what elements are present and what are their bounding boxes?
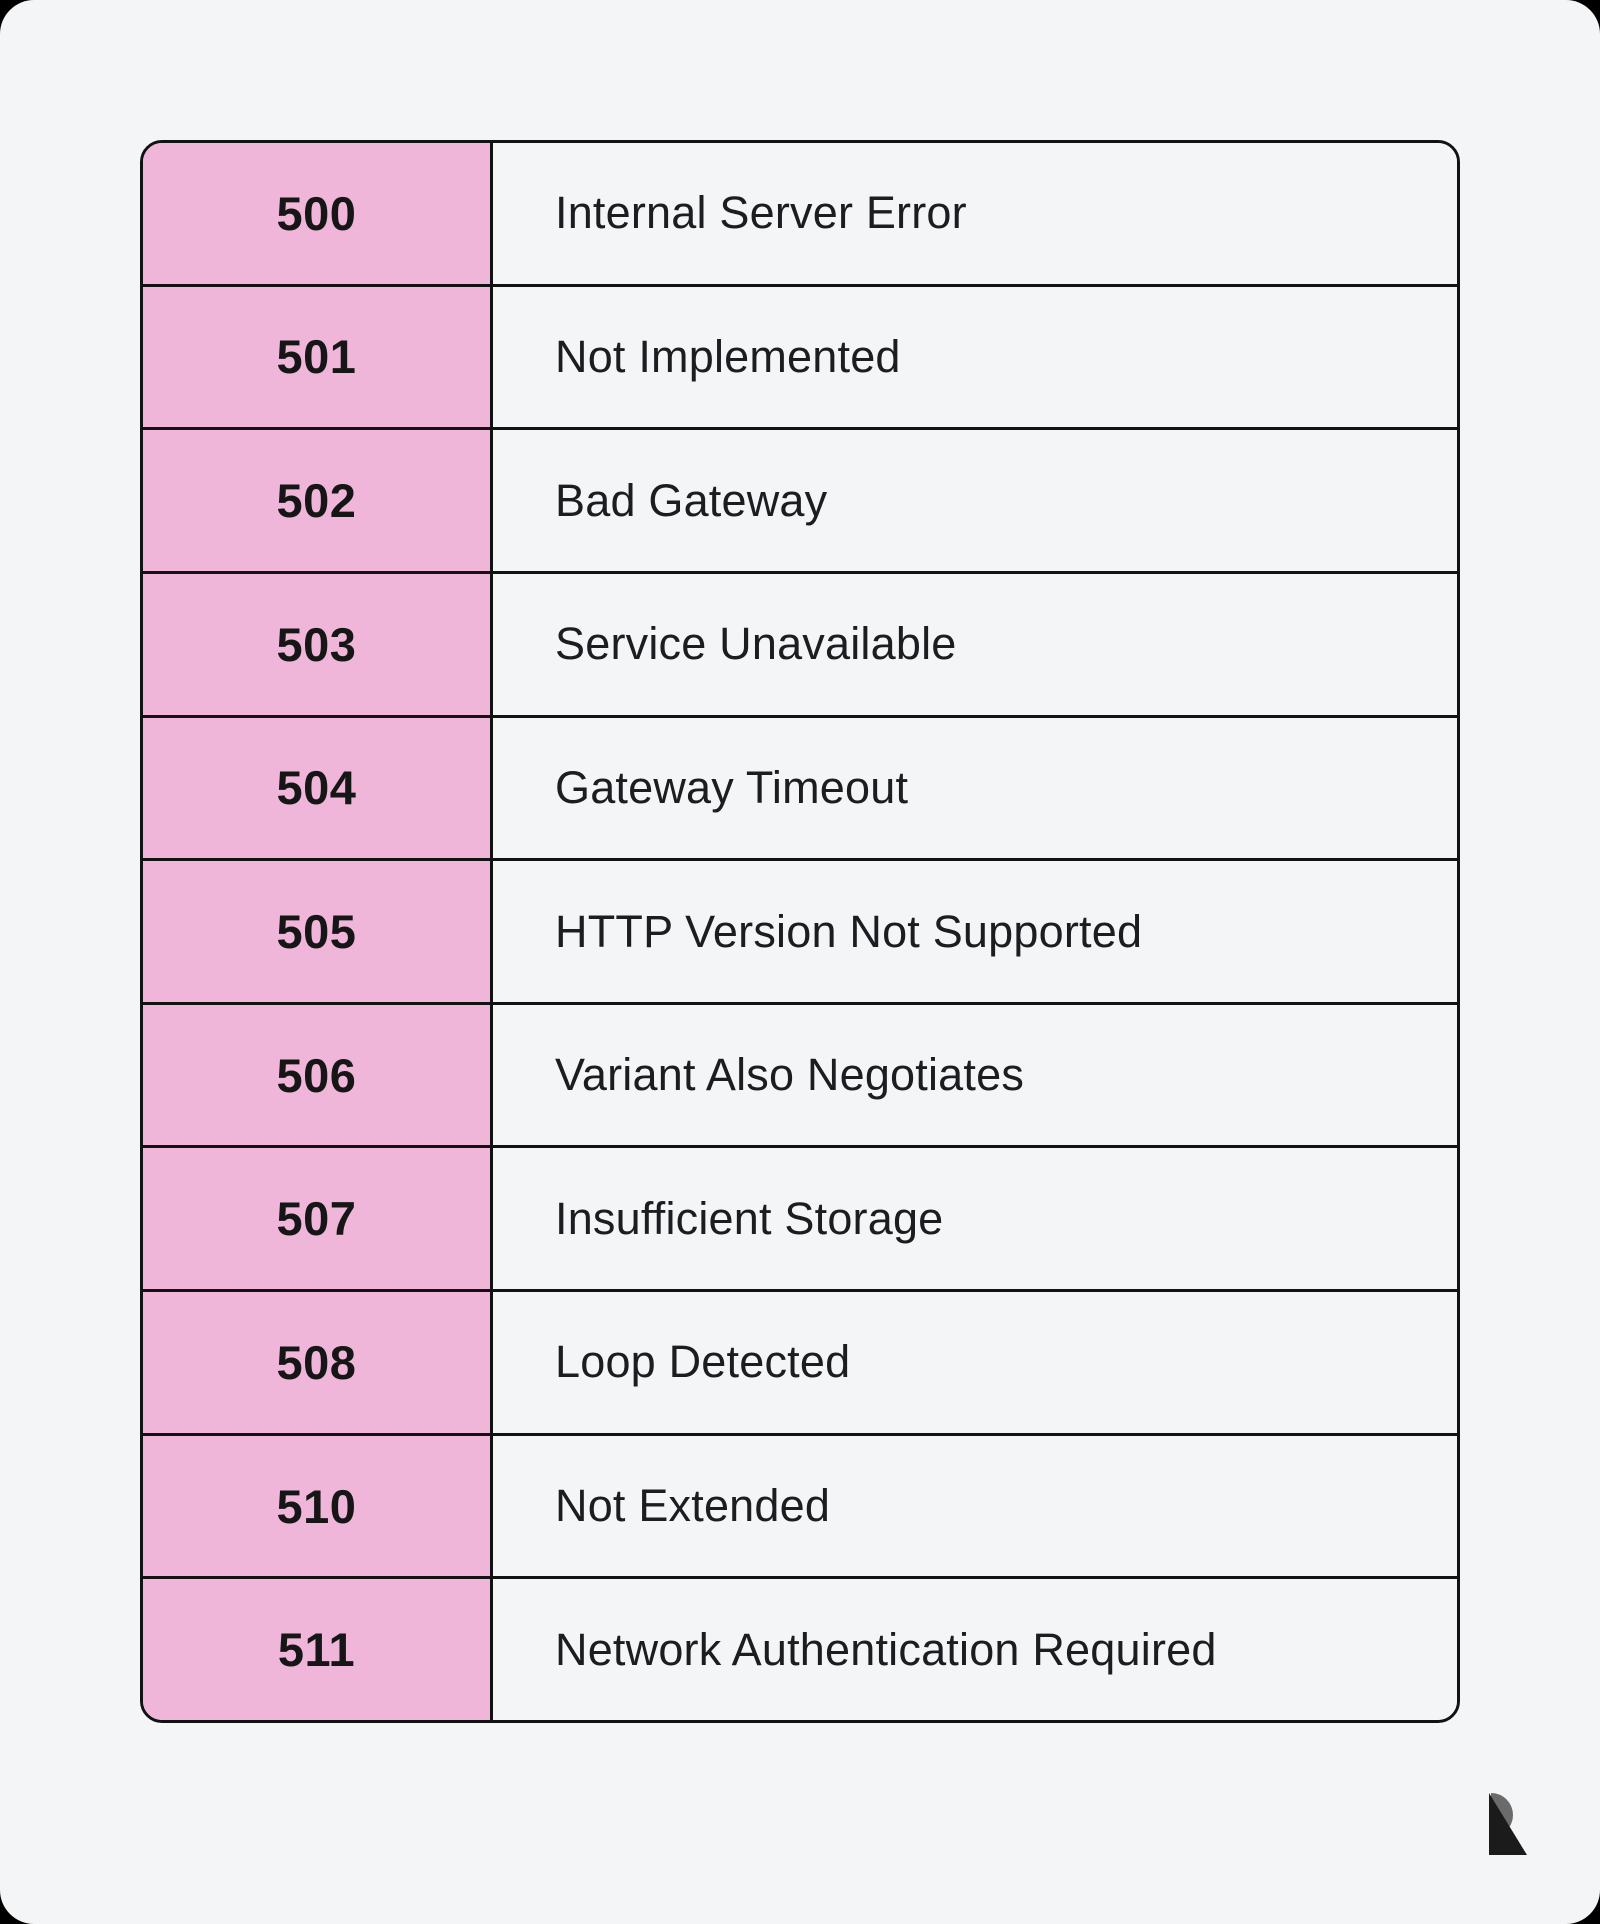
status-code-cell: 500 — [143, 143, 493, 284]
table-row: 507 Insufficient Storage — [143, 1148, 1457, 1293]
brand-r-logo-icon — [1473, 1791, 1535, 1857]
table-row: 504 Gateway Timeout — [143, 717, 1457, 862]
status-description-cell: Not Implemented — [493, 286, 1457, 428]
status-description-cell: HTTP Version Not Supported — [493, 861, 1457, 1002]
table-row: 508 Loop Detected — [143, 1292, 1457, 1436]
status-code-cell: 503 — [143, 573, 493, 715]
status-code-cell: 504 — [143, 717, 493, 859]
status-description-cell: Service Unavailable — [493, 573, 1457, 715]
table-row: 503 Service Unavailable — [143, 573, 1457, 718]
table-row: 502 Bad Gateway — [143, 430, 1457, 574]
http-status-code-table: 500 Internal Server Error 501 Not Implem… — [140, 140, 1460, 1723]
status-code-cell: 507 — [143, 1148, 493, 1290]
table-row: 500 Internal Server Error — [143, 143, 1457, 287]
status-code-cell: 510 — [143, 1435, 493, 1577]
table-row: 510 Not Extended — [143, 1435, 1457, 1580]
status-description-cell: Bad Gateway — [493, 430, 1457, 571]
status-description-cell: Insufficient Storage — [493, 1148, 1457, 1290]
status-code-cell: 511 — [143, 1579, 493, 1720]
status-description-cell: Not Extended — [493, 1435, 1457, 1577]
table-row: 511 Network Authentication Required — [143, 1579, 1457, 1720]
table-row: 506 Variant Also Negotiates — [143, 1004, 1457, 1149]
status-code-cell: 502 — [143, 430, 493, 571]
status-code-cell: 501 — [143, 286, 493, 428]
status-code-cell: 506 — [143, 1004, 493, 1146]
status-description-cell: Loop Detected — [493, 1292, 1457, 1433]
status-description-cell: Variant Also Negotiates — [493, 1004, 1457, 1146]
status-description-cell: Internal Server Error — [493, 143, 1457, 284]
table-row: 505 HTTP Version Not Supported — [143, 861, 1457, 1005]
status-code-cell: 505 — [143, 861, 493, 1002]
status-description-cell: Network Authentication Required — [493, 1579, 1457, 1720]
table-row: 501 Not Implemented — [143, 286, 1457, 431]
status-description-cell: Gateway Timeout — [493, 717, 1457, 859]
status-code-cell: 508 — [143, 1292, 493, 1433]
